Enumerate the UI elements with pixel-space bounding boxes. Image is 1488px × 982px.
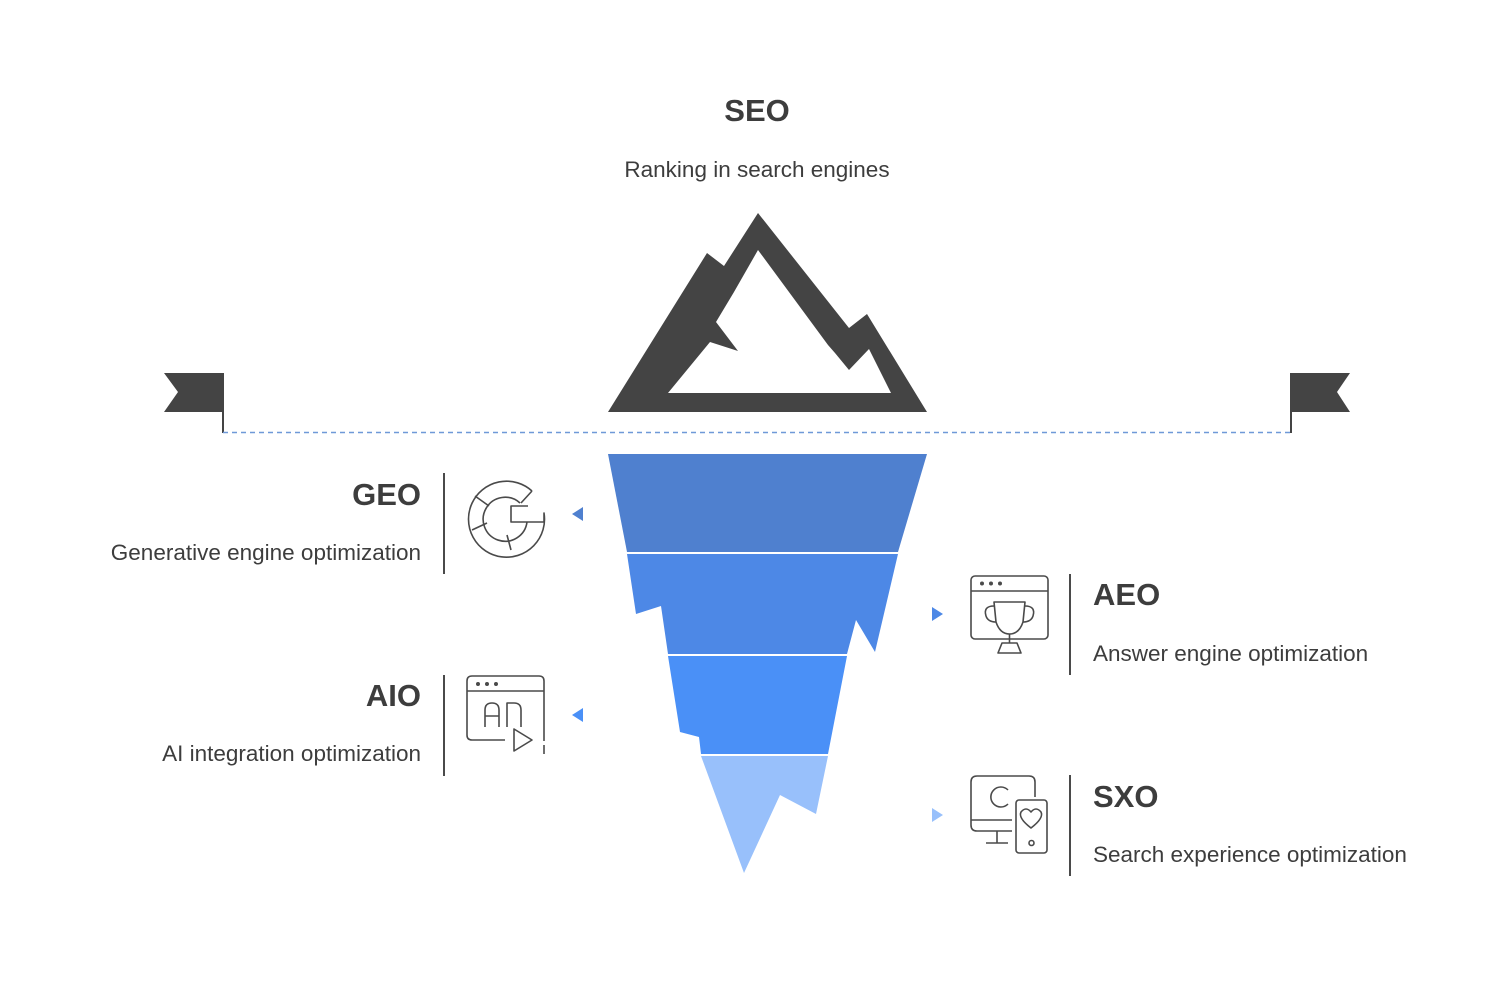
- iceberg-layer-aeo: [627, 554, 898, 654]
- sxo-title: SXO: [1093, 779, 1159, 814]
- mountain-icon: [608, 213, 927, 412]
- iceberg-layer-aio: [668, 656, 847, 754]
- geo-subtitle: Generative engine optimization: [110, 540, 421, 565]
- sxo-subtitle: Search experience optimization: [1093, 842, 1407, 867]
- seo-title: SEO: [724, 93, 790, 128]
- geo-title: GEO: [352, 477, 421, 512]
- iceberg-layer-geo: [608, 454, 927, 552]
- aio-divider: [443, 675, 445, 776]
- right-flag-icon: [1290, 373, 1350, 433]
- aio-subtitle: AI integration optimization: [162, 741, 421, 766]
- geo-divider: [443, 473, 445, 574]
- aio-title: AIO: [365, 678, 421, 713]
- monitor-phone-icon: [970, 775, 1048, 854]
- aeo-pointer-arrow: [932, 607, 943, 621]
- ai-browser-video-icon: [466, 675, 545, 754]
- seo-subtitle: Ranking in search engines: [624, 157, 890, 182]
- aeo-divider: [1069, 574, 1071, 675]
- left-flag-icon: [164, 373, 224, 433]
- iceberg-layer-sxo: [701, 756, 828, 873]
- aio-pointer-arrow: [572, 708, 583, 722]
- aeo-subtitle: Answer engine optimization: [1093, 641, 1369, 666]
- aeo-title: AEO: [1093, 577, 1161, 612]
- sxo-divider: [1069, 775, 1071, 876]
- trophy-browser-icon: [970, 575, 1049, 654]
- geo-pointer-arrow: [572, 507, 583, 521]
- sxo-pointer-arrow: [932, 808, 943, 822]
- google-g-icon: [467, 480, 546, 558]
